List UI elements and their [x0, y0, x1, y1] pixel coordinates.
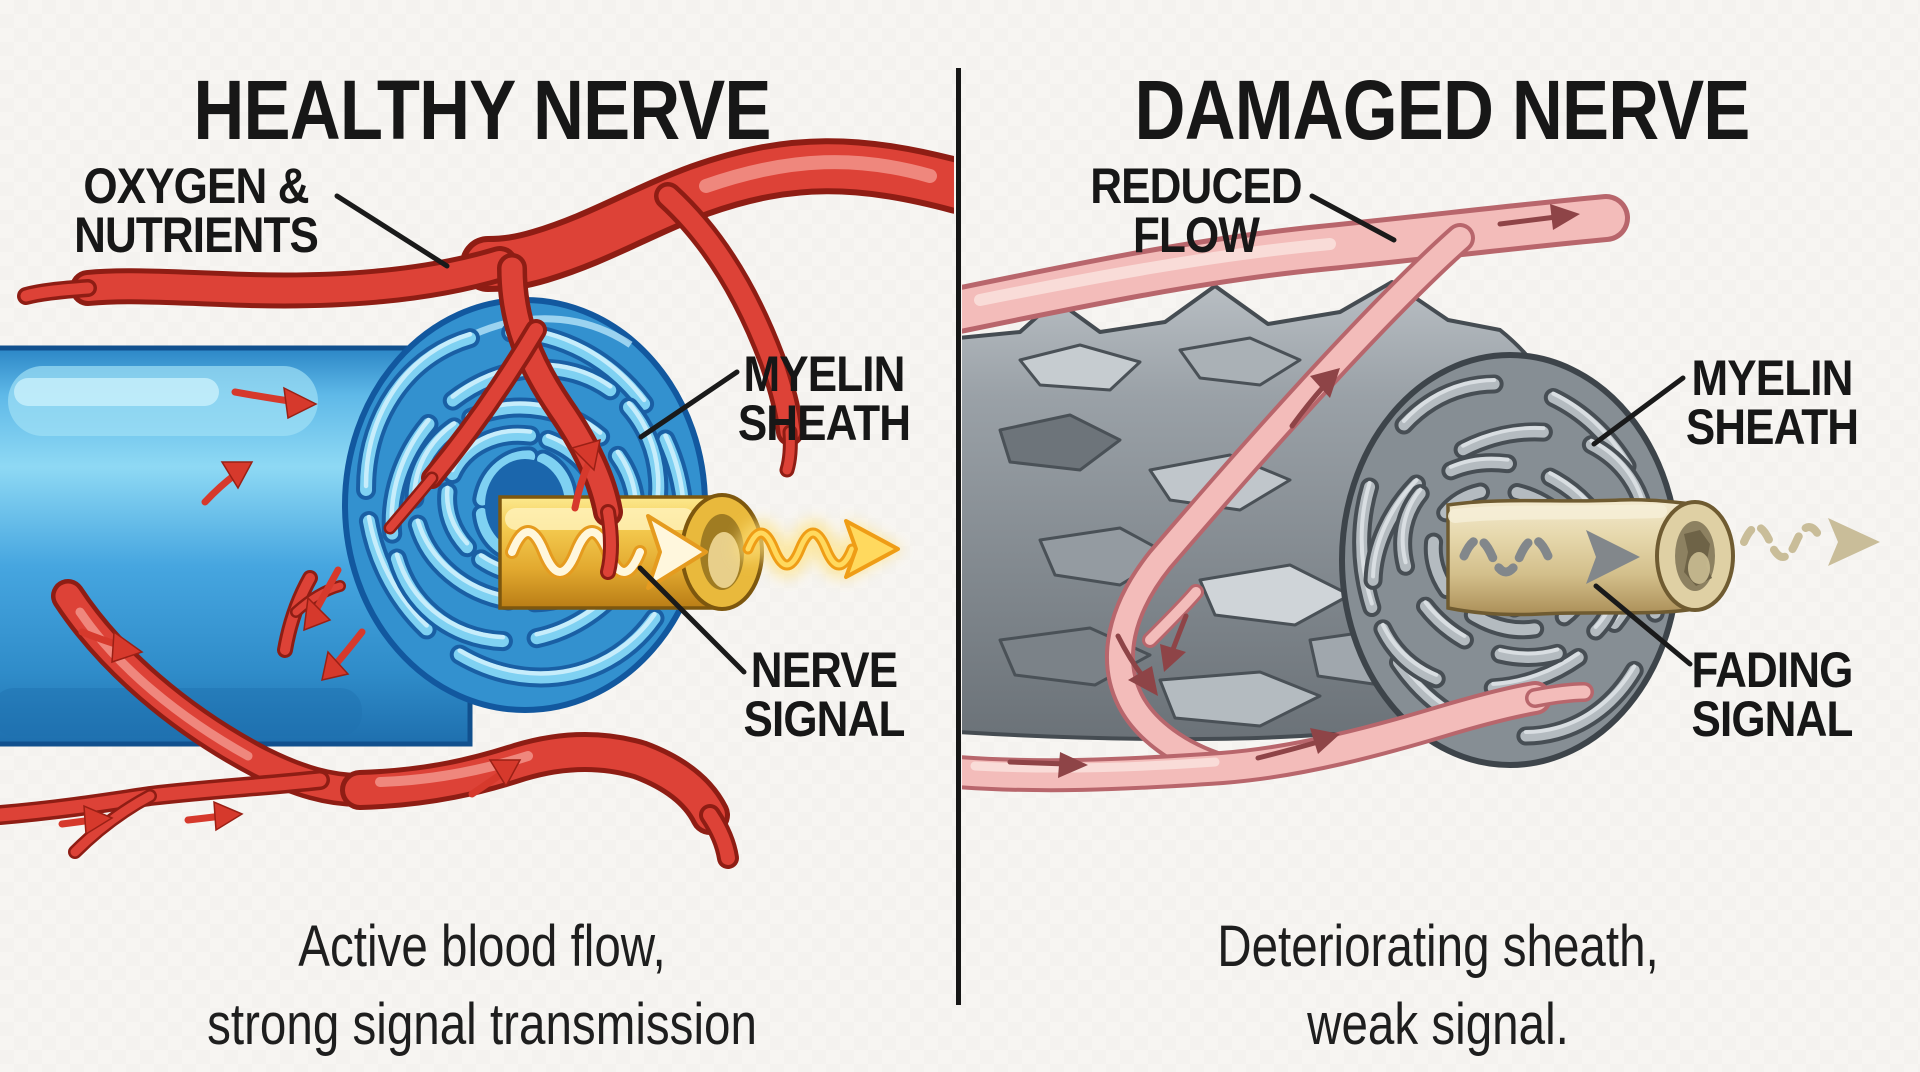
- healthy-caption-line1: Active blood flow,: [298, 914, 666, 979]
- fading-signal-line1: FADING: [1691, 642, 1854, 698]
- blood-flow-arrows: [58, 386, 601, 836]
- nerve-signal-leader-line: [637, 565, 747, 675]
- damaged-caption: Deteriorating sheath, weak signal.: [1217, 908, 1659, 1064]
- damaged-nerve-title: DAMAGED NERVE: [1134, 63, 1750, 157]
- nerve-signal-line2: SIGNAL: [743, 691, 906, 747]
- nerve-signal-label: NERVE SIGNAL: [743, 642, 906, 747]
- damaged-nerve-illustration: [962, 193, 1880, 793]
- myelin-right-leader-line: [1591, 375, 1686, 447]
- nerve-signal-arrow: [505, 514, 708, 590]
- panel-divider-line: [956, 68, 961, 1005]
- healthy-blood-vessels: [0, 138, 954, 869]
- myelin-left-line2: SHEATH: [737, 395, 911, 451]
- healthy-nerve-title: HEALTHY NERVE: [193, 63, 771, 157]
- healthy-nerve-illustration: [0, 138, 954, 869]
- fading-signal-leader-line: [1593, 583, 1693, 667]
- damaged-axon-tube: [1446, 498, 1735, 617]
- myelin-left-leader-line: [638, 369, 740, 440]
- healthy-caption-line2: strong signal transmission: [207, 992, 757, 1057]
- myelin-sheath-right-label: MYELIN SHEATH: [1685, 350, 1859, 455]
- myelin-right-line1: MYELIN: [1691, 350, 1854, 406]
- reduced-flow-line2: FLOW: [1132, 207, 1260, 263]
- reduced-flow-label: REDUCED FLOW: [1090, 158, 1302, 263]
- fading-signal-dashed-arrow-outside: [1740, 518, 1880, 566]
- myelin-right-line2: SHEATH: [1685, 399, 1859, 455]
- healthy-axon-tube: [498, 493, 764, 611]
- signal-glow-arrow: [735, 517, 904, 581]
- damaged-caption-line2: weak signal.: [1307, 992, 1569, 1057]
- damaged-caption-line1: Deteriorating sheath,: [1217, 914, 1659, 979]
- fading-signal-arrow: [1459, 530, 1640, 584]
- reduced-flow-leader-line: [1309, 193, 1397, 243]
- myelin-sheath-left-label: MYELIN SHEATH: [737, 346, 911, 451]
- fading-signal-line2: SIGNAL: [1691, 691, 1854, 747]
- myelin-left-line1: MYELIN: [743, 346, 906, 402]
- healthy-caption: Active blood flow, strong signal transmi…: [207, 908, 757, 1064]
- oxygen-nutrients-line1: OXYGEN &: [83, 158, 309, 214]
- reduced-flow-line1: REDUCED: [1090, 158, 1302, 214]
- oxygen-nutrients-line2: NUTRIENTS: [74, 207, 319, 263]
- oxygen-leader-line: [334, 193, 450, 269]
- nerve-signal-line1: NERVE: [750, 642, 898, 698]
- oxygen-nutrients-label: OXYGEN & NUTRIENTS: [74, 158, 319, 263]
- fading-signal-label: FADING SIGNAL: [1691, 642, 1854, 747]
- damaged-blood-vessels: [962, 194, 1630, 793]
- reduced-flow-arrows: [1007, 204, 1580, 778]
